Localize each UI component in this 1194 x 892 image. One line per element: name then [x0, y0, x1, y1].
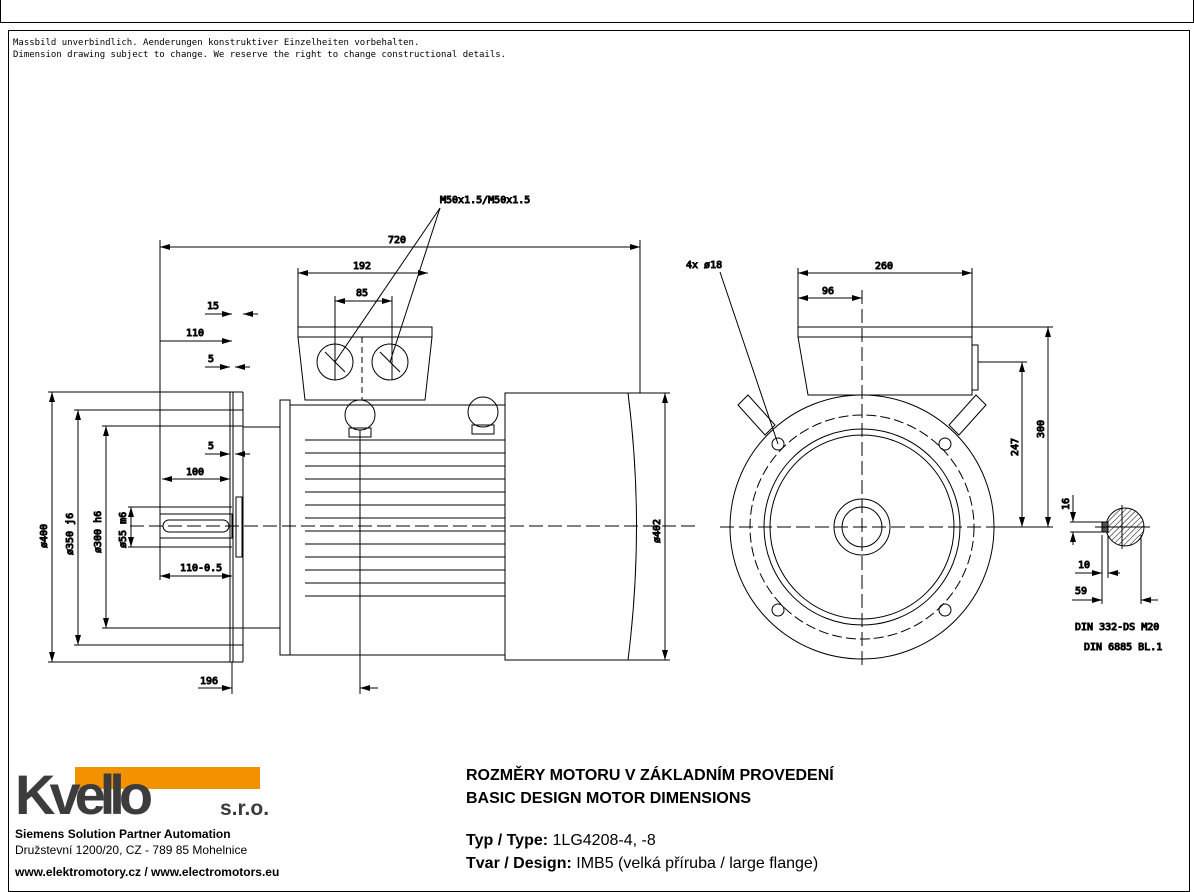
dim-100: 100: [186, 467, 204, 478]
dim-dia402: ø402: [652, 519, 663, 543]
disclaimer-en: Dimension drawing subject to change. We …: [13, 50, 507, 60]
title-en: BASIC DESIGN MOTOR DIMENSIONS: [466, 790, 752, 807]
dim-110: 110: [186, 328, 204, 339]
company-tagline: Siemens Solution Partner Automation: [15, 827, 231, 841]
company-logo: Kvello s.r.o.: [15, 763, 269, 827]
dim-dia55: ø55 m6: [118, 512, 129, 548]
company-address: Družstevní 1200/20, CZ - 789 85 Mohelnic…: [15, 843, 248, 857]
company-web[interactable]: www.elektromotory.cz / www.electromotors…: [15, 865, 280, 879]
dim-5-top: 5: [208, 354, 214, 365]
title-cz: ROZMĚRY MOTORU V ZÁKLADNÍM PROVEDENÍ: [466, 767, 834, 784]
dim-196: 196: [200, 676, 218, 687]
end-view: 4x ø18 260 96 300 247: [686, 260, 1053, 670]
design-row: Tvar / Design: IMB5 (velká příruba / lar…: [466, 855, 818, 873]
holes-label: 4x ø18: [686, 260, 722, 271]
type-label: Typ / Type:: [466, 832, 549, 849]
dim-dia300: ø300 h6: [93, 511, 104, 553]
dim-dia350: ø350 j6: [65, 513, 76, 555]
side-view: M50x1.5/M50x1.5 720 192 85 15 110 5 5 10…: [39, 195, 700, 694]
dim-192: 192: [353, 261, 371, 272]
dim-110-tol: 110-0.5: [180, 563, 222, 574]
dim-247: 247: [1010, 438, 1021, 456]
dim-59: 59: [1075, 586, 1087, 597]
dim-5-bottom: 5: [208, 441, 214, 452]
dim-300: 300: [1036, 420, 1047, 438]
dim-16: 16: [1061, 498, 1072, 510]
type-row: Typ / Type: 1LG4208-4, -8: [466, 832, 656, 850]
logo-suffix: s.r.o.: [220, 797, 270, 820]
din-332: DIN 332-DS M20: [1075, 622, 1159, 633]
design-label: Tvar / Design:: [466, 855, 572, 872]
thread-label: M50x1.5/M50x1.5: [440, 195, 530, 206]
dim-85: 85: [356, 288, 368, 299]
logo-orange-band: [75, 767, 260, 789]
design-value: IMB5 (velká příruba / large flange): [576, 855, 819, 872]
type-value: 1LG4208-4, -8: [552, 832, 656, 849]
din-6885: DIN 6885 BL.1: [1084, 642, 1162, 653]
disclaimer-de: Massbild unverbindlich. Aenderungen kons…: [13, 38, 420, 48]
dim-15: 15: [207, 301, 219, 312]
dim-10: 10: [1078, 560, 1090, 571]
dim-dia400: ø400: [39, 524, 50, 548]
dim-260: 260: [875, 261, 893, 272]
dim-96: 96: [822, 286, 834, 297]
logo-wordmark: Kvello: [15, 763, 153, 826]
dim-720: 720: [388, 235, 406, 246]
shaft-section: 16 10 59 DIN 332-DS M20 DIN 6885 BL.1: [1061, 495, 1163, 654]
